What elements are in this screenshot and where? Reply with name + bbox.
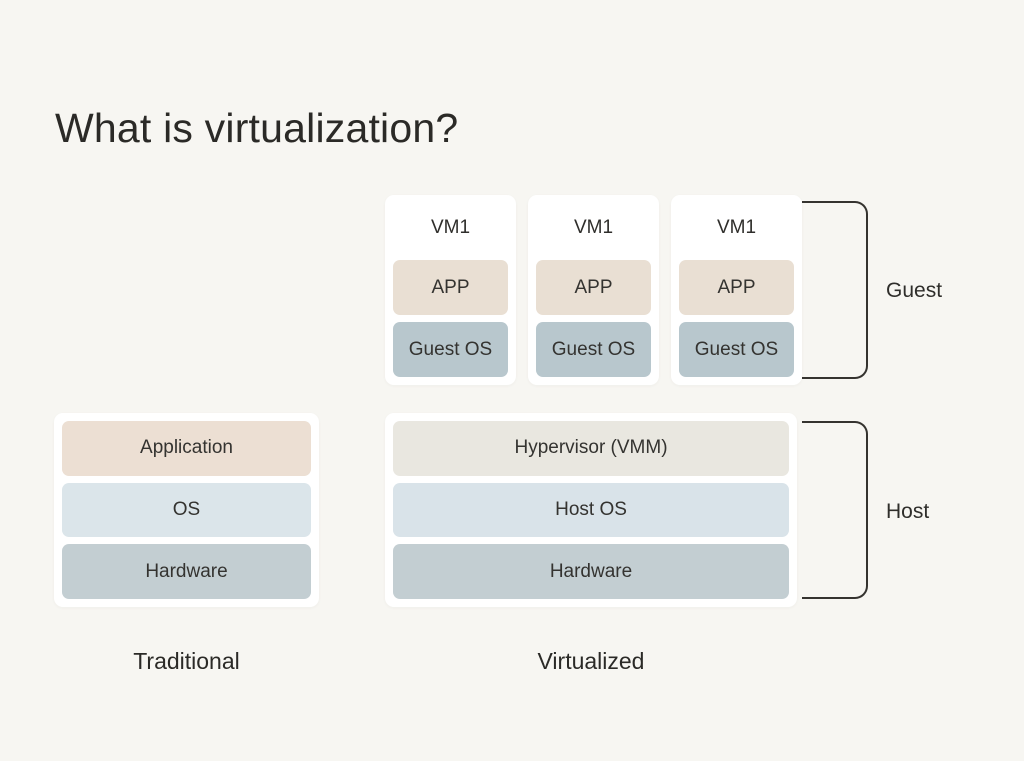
hypervisor-layer: Hypervisor (VMM) <box>393 421 789 476</box>
app-box: APP <box>536 260 651 315</box>
guest-os-box: Guest OS <box>536 322 651 377</box>
guest-os-box: Guest OS <box>679 322 794 377</box>
application-layer: Application <box>62 421 311 476</box>
guest-bracket <box>802 201 868 379</box>
host-bracket <box>802 421 868 599</box>
vm-name-label: VM1 <box>573 217 614 238</box>
host-bracket-label: Host <box>886 500 930 523</box>
app-box: APP <box>393 260 508 315</box>
vm-card: VM1 APP Guest OS <box>671 195 802 385</box>
hardware-layer: Hardware <box>393 544 789 600</box>
vm-card: VM1 APP Guest OS <box>385 195 516 385</box>
os-layer: OS <box>62 482 311 538</box>
virtualized-caption: Virtualized <box>537 648 645 674</box>
vm-name-label: VM1 <box>716 217 757 238</box>
guest-bracket-label: Guest <box>886 279 943 302</box>
virtualized-stack: Hypervisor (VMM) Host OS Hardware <box>385 413 797 607</box>
traditional-caption: Traditional <box>133 648 240 674</box>
page-title: What is virtualization? <box>55 105 459 151</box>
traditional-stack: Application OS Hardware <box>54 413 319 607</box>
vm-card: VM1 APP Guest OS <box>528 195 659 385</box>
vm-name-label: VM1 <box>430 217 471 238</box>
app-box: APP <box>679 260 794 315</box>
hardware-layer: Hardware <box>62 544 311 600</box>
guest-os-box: Guest OS <box>393 322 508 377</box>
host-os-layer: Host OS <box>393 482 789 538</box>
vm-row: VM1 APP Guest OS VM1 APP Guest OS VM1 AP… <box>385 195 802 385</box>
